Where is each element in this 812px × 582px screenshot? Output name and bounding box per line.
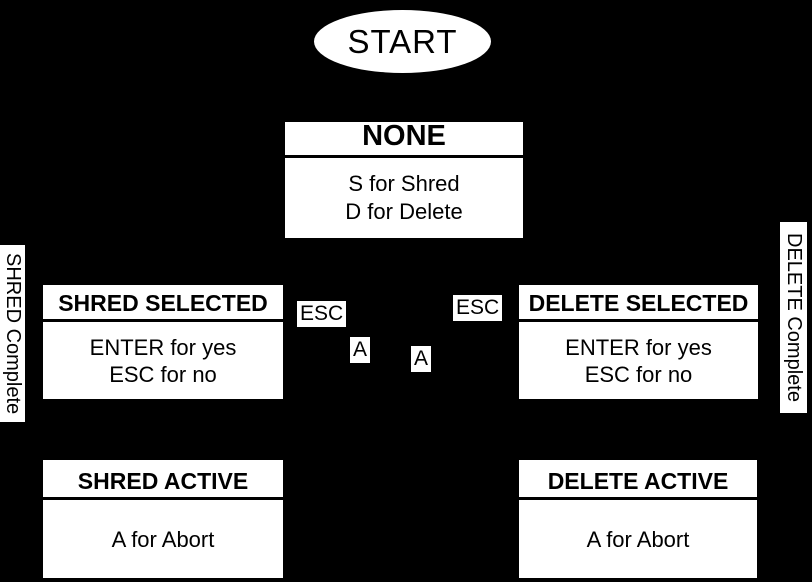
state-none-title: NONE	[285, 120, 523, 158]
state-shred-selected: SHRED SELECTED ENTER for yes ESC for no	[43, 285, 283, 399]
state-none: NONE S for Shred D for Delete	[285, 120, 523, 238]
state-delete-active-title: DELETE ACTIVE	[519, 460, 757, 500]
edge-label-esc-right: ESC	[453, 295, 503, 321]
state-delete-selected-line2: ESC for no	[584, 361, 693, 387]
state-shred-selected-line1: ENTER for yes	[89, 334, 237, 360]
state-none-line1: S for Shred	[348, 171, 460, 196]
state-delete-selected-title: DELETE SELECTED	[519, 285, 758, 322]
state-delete-active-body: A for Abort	[519, 500, 757, 578]
state-shred-selected-title: SHRED SELECTED	[43, 285, 283, 322]
state-shred-active-body: A for Abort	[43, 500, 283, 578]
shred-complete-label: SHRED Complete	[0, 245, 25, 422]
state-none-line2: D for Delete	[345, 199, 463, 224]
edge-label-esc-left: ESC	[297, 301, 347, 327]
state-shred-active-line1: A for Abort	[111, 526, 215, 552]
state-delete-active: DELETE ACTIVE A for Abort	[519, 460, 757, 578]
state-delete-selected: DELETE SELECTED ENTER for yes ESC for no	[519, 285, 758, 399]
state-delete-active-line1: A for Abort	[586, 526, 690, 552]
state-delete-selected-line1: ENTER for yes	[565, 334, 712, 360]
start-node: START	[314, 10, 491, 73]
delete-complete-label: DELETE Complete	[780, 222, 807, 413]
state-delete-selected-body: ENTER for yes ESC for no	[519, 322, 758, 399]
state-shred-active-title: SHRED ACTIVE	[43, 460, 283, 500]
state-shred-selected-line2: ESC for no	[109, 361, 217, 387]
edge-label-abort-left: A	[350, 337, 371, 363]
state-none-body: S for Shred D for Delete	[285, 158, 523, 238]
state-shred-active: SHRED ACTIVE A for Abort	[43, 460, 283, 578]
start-label: START	[347, 22, 458, 60]
edge-label-abort-right: A	[411, 346, 432, 372]
state-shred-selected-body: ENTER for yes ESC for no	[43, 322, 283, 399]
